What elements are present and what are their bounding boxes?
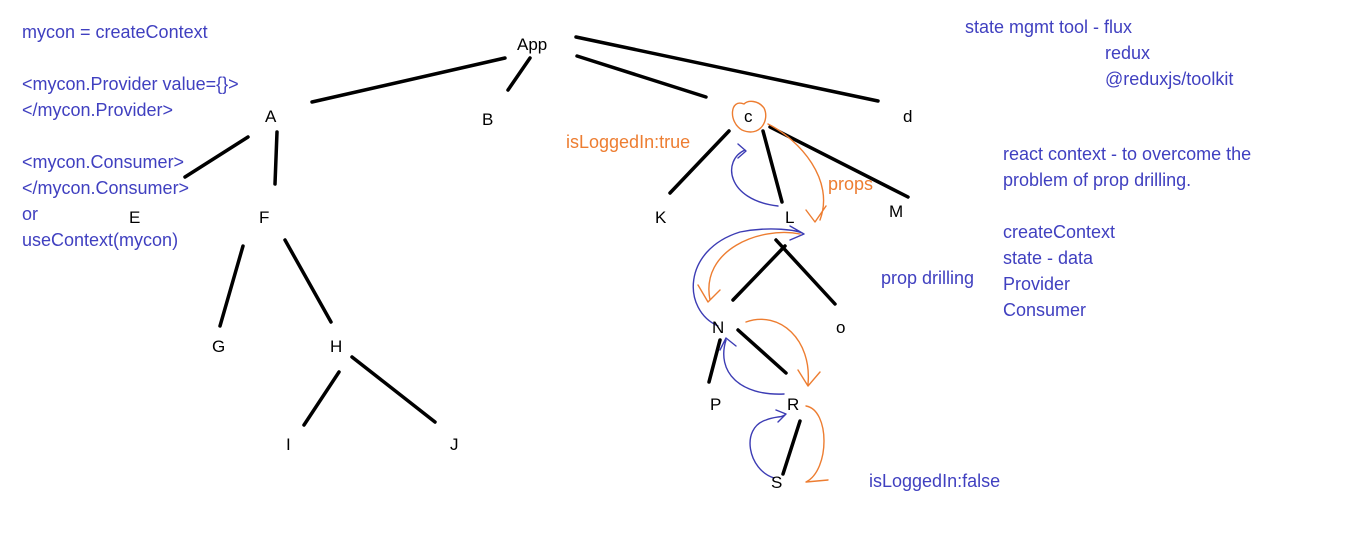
return-arrow-R-to-N [719, 337, 785, 395]
node-M: M [889, 202, 904, 221]
node-E: E [129, 208, 141, 227]
props-arrow-N-to-R [745, 318, 821, 387]
context-purpose-line1: react context - to overcome the [1003, 144, 1252, 164]
edge-H-I [302, 370, 341, 427]
edge-c-M [768, 125, 910, 199]
edge-H-J [350, 355, 437, 424]
return-arrow-L-to-c [730, 143, 779, 207]
node-H: H [330, 337, 343, 356]
state-tool-toolkit: @reduxjs/toolkit [1105, 69, 1234, 89]
note-use-context: useContext(mycon) [22, 230, 179, 250]
edge-N-R [736, 328, 788, 375]
context-purpose-line2: problem of prop drilling. [1003, 170, 1192, 190]
concept-consumer: Consumer [1003, 300, 1087, 320]
edge-L-N [731, 244, 787, 302]
node-R: R [787, 395, 800, 414]
node-o: o [836, 318, 846, 337]
annotation-logged-in-false: isLoggedIn:false [869, 471, 1001, 491]
node-P: P [710, 395, 722, 414]
node-c: c [744, 107, 753, 126]
state-tool-redux: redux [1105, 43, 1151, 63]
node-B: B [482, 110, 494, 129]
edge-F-G [218, 244, 245, 328]
concept-state-data: state - data [1003, 248, 1094, 268]
node-d: d [903, 107, 913, 126]
annotation-logged-in-true: isLoggedIn:true [566, 132, 691, 152]
node-J: J [450, 435, 459, 454]
edge-c-L [761, 129, 784, 204]
concept-create-context: createContext [1003, 222, 1116, 242]
node-App: App [517, 35, 548, 54]
concept-provider: Provider [1003, 274, 1071, 294]
return-arrow-N-to-L [692, 225, 805, 327]
edge-A-E [183, 135, 250, 179]
node-L: L [785, 208, 795, 227]
return-arrow-S-to-R [749, 409, 787, 479]
node-F: F [259, 208, 270, 227]
node-G: G [212, 337, 226, 356]
annotation-prop-drilling: prop drilling [881, 268, 975, 288]
node-A: A [265, 107, 277, 126]
edge-R-S [781, 419, 802, 476]
props-arrow-L-to-N [697, 231, 801, 303]
edge-App-d [574, 35, 880, 103]
node-S: S [771, 473, 783, 492]
edge-App-A [310, 56, 507, 104]
note-provider-open: <mycon.Provider value={}> [22, 74, 239, 94]
props-arrow-R-to-S [805, 405, 829, 483]
annotation-props: props [828, 174, 874, 194]
node-N: N [712, 318, 725, 337]
edge-N-P [707, 338, 722, 384]
edge-App-c [575, 54, 708, 99]
node-I: I [286, 435, 291, 454]
note-create-context: mycon = createContext [22, 22, 208, 42]
edge-F-H [283, 238, 333, 324]
props-arrow-c-to-L [767, 123, 827, 223]
c-highlight-circle [731, 100, 767, 133]
state-tools-heading: state mgmt tool - flux [965, 17, 1133, 37]
node-K: K [655, 208, 667, 227]
edge-A-F [273, 130, 279, 186]
edge-L-o [774, 238, 837, 306]
note-consumer-close: </mycon.Consumer> [22, 178, 190, 198]
note-provider-close: </mycon.Provider> [22, 100, 174, 120]
note-or: or [22, 204, 39, 224]
note-consumer-open: <mycon.Consumer> [22, 152, 185, 172]
edge-c-K [668, 129, 731, 195]
edge-App-B [506, 56, 532, 92]
